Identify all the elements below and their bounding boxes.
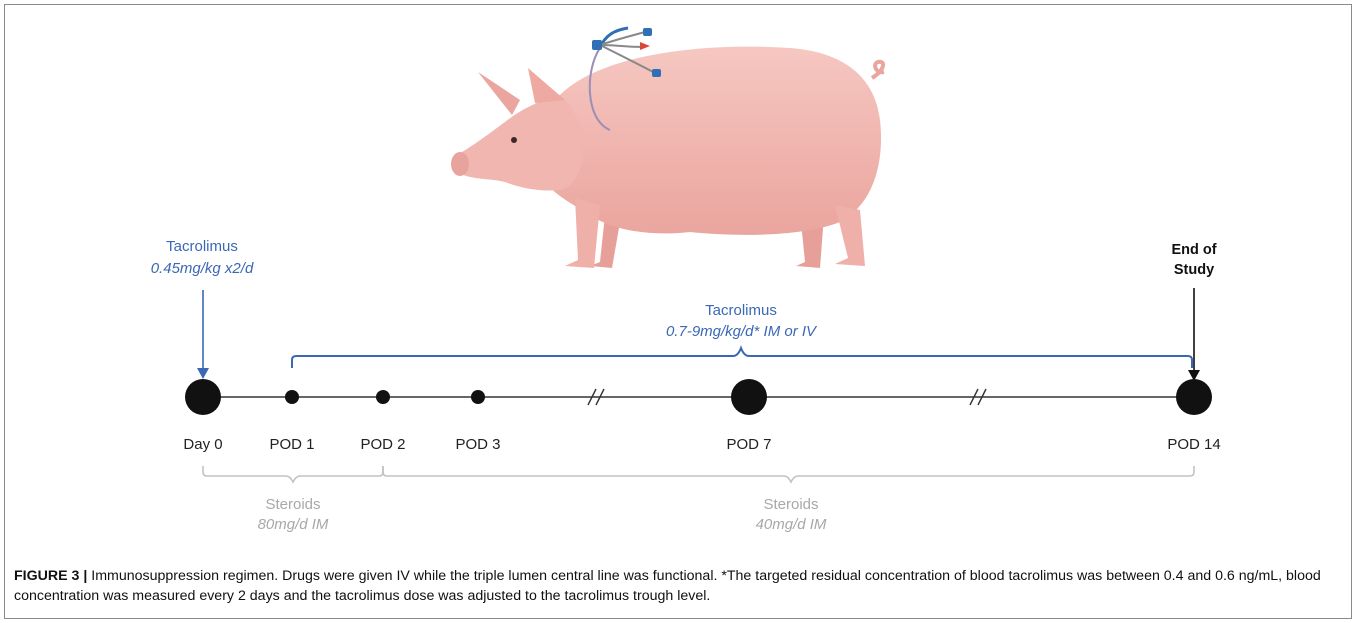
- tacrolimus-brace: [292, 348, 1192, 368]
- steroids-late-brace: [383, 466, 1194, 482]
- timeline-label-pod-14: POD 14: [1167, 436, 1220, 453]
- marker-pod-2: [376, 390, 390, 404]
- end-of-study-line-1: End of: [1171, 242, 1216, 258]
- timeline-label-pod-3: POD 3: [455, 436, 500, 453]
- steroids-late-title: Steroids: [763, 496, 818, 513]
- timeline-label-pod-2: POD 2: [360, 436, 405, 453]
- timeline-label-day-0: Day 0: [183, 436, 222, 453]
- steroids-late-dose: 40mg/d IM: [756, 516, 827, 533]
- tacrolimus-induction-dose: 0.45mg/kg x2/d: [151, 260, 254, 277]
- tacrolimus-induction-title: Tacrolimus: [166, 238, 238, 255]
- marker-day-0: [185, 379, 221, 415]
- marker-pod-7: [731, 379, 767, 415]
- induction-arrow-head: [197, 368, 209, 379]
- figure-caption-label: FIGURE 3 |: [14, 568, 87, 584]
- timeline-label-pod-7: POD 7: [726, 436, 771, 453]
- steroids-early-brace: [203, 466, 383, 482]
- marker-pod-1: [285, 390, 299, 404]
- marker-pod-3: [471, 390, 485, 404]
- end-of-study-line-2: Study: [1174, 262, 1214, 278]
- steroids-early-dose: 80mg/d IM: [258, 516, 329, 533]
- tacrolimus-maintenance-title: Tacrolimus: [705, 302, 777, 319]
- tacrolimus-maintenance-dose: 0.7-9mg/kg/d* IM or IV: [666, 323, 816, 340]
- figure-caption-text: Immunosuppression regimen. Drugs were gi…: [14, 568, 1321, 604]
- marker-pod-14: [1176, 379, 1212, 415]
- steroids-early-title: Steroids: [265, 496, 320, 513]
- figure-caption: FIGURE 3 | Immunosuppression regimen. Dr…: [14, 566, 1344, 606]
- timeline-label-pod-1: POD 1: [269, 436, 314, 453]
